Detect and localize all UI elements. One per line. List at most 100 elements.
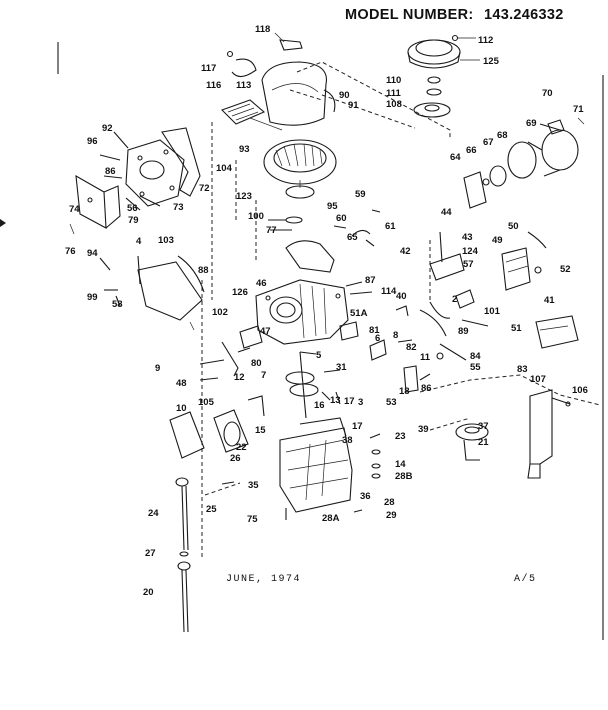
callout-label: 3 — [358, 397, 363, 408]
callout-label: 55 — [470, 362, 481, 373]
part-87-shroud — [137, 255, 205, 331]
callout-label: 38 — [342, 435, 353, 446]
callout-label: 9 — [155, 363, 160, 374]
callout-label: 101 — [484, 306, 501, 317]
callout-label: 12 — [234, 372, 245, 383]
callout-label: 42 — [400, 246, 411, 257]
callout-label: 104 — [216, 163, 233, 174]
callout-label: 51A — [350, 308, 368, 319]
callout-label: 66 — [466, 145, 477, 156]
part-29-fasteners — [221, 481, 363, 520]
callout-label: 75 — [247, 514, 258, 525]
callout-label: 26 — [230, 453, 241, 464]
callout-label: 113 — [236, 80, 251, 91]
callout-label: 51 — [511, 323, 522, 334]
callout-label: 118 — [255, 24, 270, 35]
callout-label: 20 — [143, 587, 154, 598]
part-35-valve-parts — [369, 433, 381, 479]
part-113-plate — [220, 50, 266, 125]
callout-label: 123 — [236, 191, 252, 202]
part-125-starter — [407, 34, 480, 69]
callout-label: 15 — [255, 425, 266, 436]
callout-label: 126 — [232, 287, 248, 298]
callout-label: 105 — [198, 397, 215, 408]
callout-label: 44 — [441, 207, 452, 218]
callout-label: 25 — [206, 504, 217, 515]
footer-date: JUNE, 1974 — [226, 574, 301, 585]
callout-label: 64 — [450, 152, 461, 163]
callout-label: 21 — [478, 437, 489, 448]
callout-label: 95 — [327, 201, 338, 212]
callout-label: 48 — [176, 378, 187, 389]
callout-label: 2 — [452, 294, 457, 305]
part-95-small-parts — [268, 209, 381, 247]
callout-label: 22 — [236, 442, 247, 453]
callout-label: 81 — [369, 325, 380, 336]
part-74-bracket — [69, 174, 121, 235]
callout-label: 60 — [336, 213, 347, 224]
callout-label: 56 — [127, 203, 138, 214]
callout-label: 86 — [105, 166, 116, 177]
callout-label: 91 — [348, 100, 359, 111]
callout-label: 67 — [483, 137, 494, 148]
callout-label: 41 — [544, 295, 555, 306]
callout-label: 110 — [386, 75, 401, 86]
callout-label: 124 — [462, 246, 479, 257]
callout-label: 79 — [128, 215, 139, 226]
callout-label: 57 — [463, 259, 474, 270]
part-107-muffler — [527, 389, 571, 479]
part-49-governor-linkage — [429, 231, 475, 319]
callout-label: 6 — [375, 333, 380, 344]
callout-label: 50 — [508, 221, 519, 232]
part-22-flange — [455, 423, 489, 461]
callout-label: 74 — [69, 204, 80, 215]
callout-label: 125 — [483, 56, 500, 67]
part-96-bolts — [99, 131, 161, 211]
callout-label: 36 — [360, 491, 371, 502]
callout-label: 72 — [199, 183, 210, 194]
callout-label: 8 — [393, 330, 398, 341]
model-number-label: MODEL NUMBER: — [345, 7, 474, 23]
callout-label: 108 — [386, 99, 402, 110]
callout-label: 94 — [87, 248, 98, 259]
part-103-fasteners — [99, 257, 121, 307]
callout-label: 111 — [386, 88, 402, 99]
callout-label: 17 — [344, 396, 355, 407]
footer-page-code: A/5 — [514, 573, 537, 585]
callout-label: 16 — [314, 400, 325, 411]
callout-label: 10 — [176, 403, 187, 414]
assembly-guide-lines — [201, 61, 601, 560]
callout-label: 58 — [112, 299, 123, 310]
callout-label: 5 — [316, 350, 322, 361]
callout-label: 37 — [478, 421, 489, 432]
callout-label: 59 — [355, 189, 366, 200]
callout-label: 100 — [248, 211, 264, 222]
part-75-dipstick — [175, 477, 191, 633]
callout-label: 116 — [206, 80, 221, 91]
part-90-blower-housing — [249, 61, 336, 131]
callout-label: 71 — [573, 104, 584, 115]
callout-label: 7 — [261, 370, 266, 381]
callout-label: 80 — [251, 358, 262, 369]
callout-label: 99 — [87, 292, 98, 303]
callout-label: 49 — [492, 235, 503, 246]
callout-label: 117 — [201, 63, 216, 74]
callout-label: 18 — [399, 386, 410, 397]
callout-label: 89 — [458, 326, 469, 337]
callout-label: 46 — [256, 278, 267, 289]
callout-label: 83 — [517, 364, 528, 375]
callout-label: 114 — [381, 286, 397, 297]
callout-label: 88 — [198, 265, 209, 276]
callout-label: 90 — [339, 90, 350, 101]
callout-label: 17 — [352, 421, 363, 432]
callout-label: 11 — [420, 352, 431, 363]
part-124-carburetor — [501, 231, 579, 349]
part-9-piston — [199, 325, 263, 381]
callout-label: 107 — [530, 374, 546, 385]
part-69-air-cleaner — [463, 117, 585, 209]
callout-label: 13 — [330, 395, 341, 406]
callout-label: 77 — [266, 225, 277, 236]
callout-label: 28A — [322, 513, 340, 524]
callout-label: 84 — [470, 351, 481, 362]
